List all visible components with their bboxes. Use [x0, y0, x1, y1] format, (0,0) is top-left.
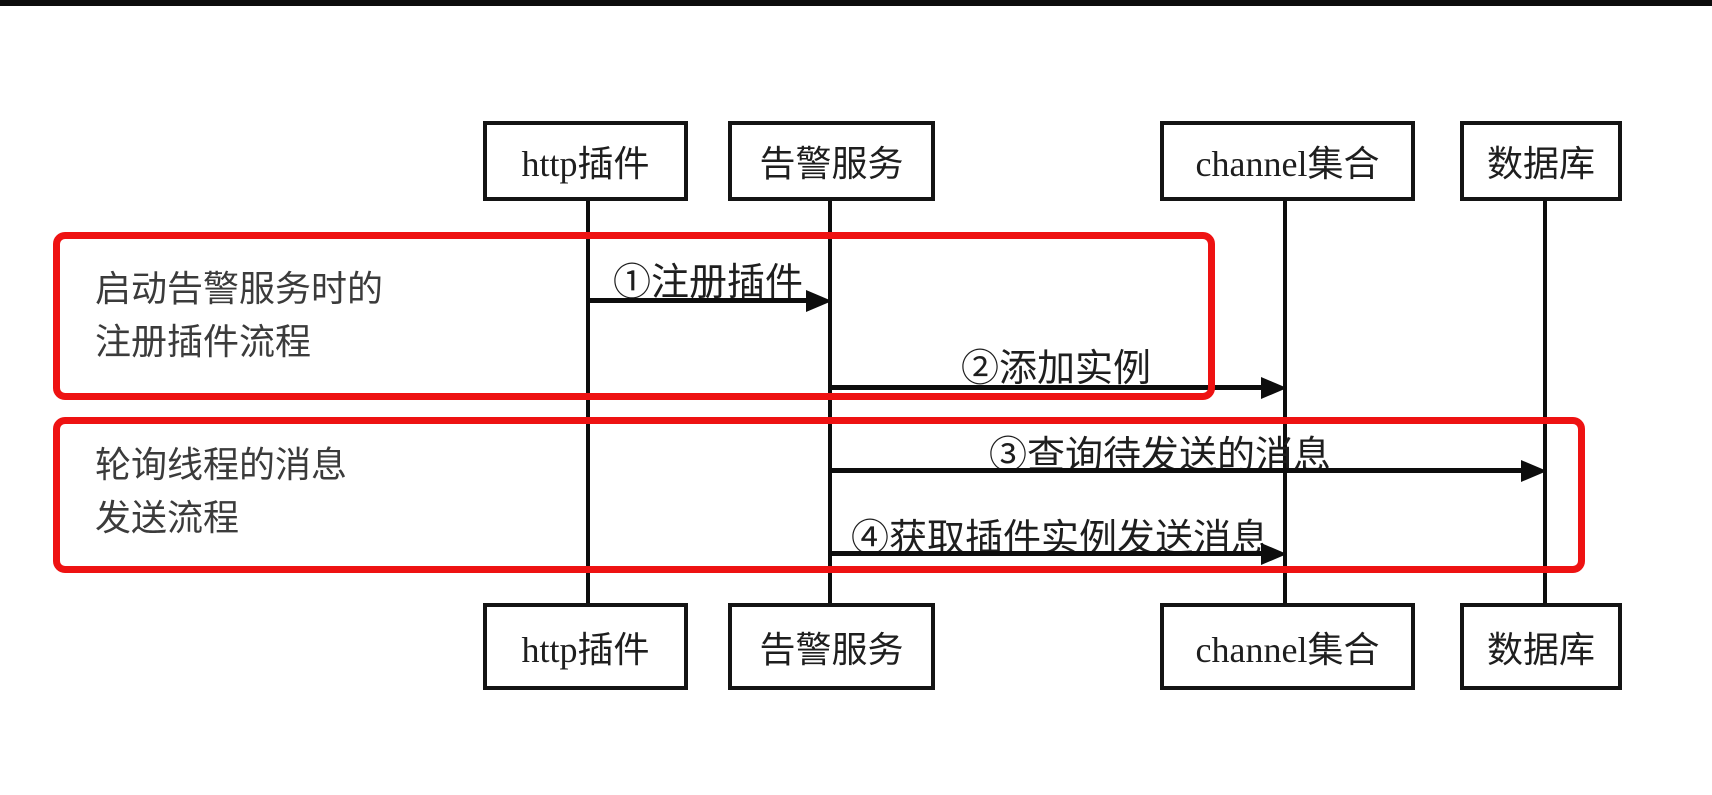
participant-label: 告警服务	[759, 144, 904, 184]
group-label-line: 发送流程	[95, 497, 240, 538]
group-label-line: 启动告警服务时的	[95, 268, 384, 309]
message-label-register-plugin: ①注册插件	[612, 262, 803, 304]
participant-top-alert-service: 告警服务	[728, 121, 935, 201]
participant-label: http插件	[521, 629, 650, 670]
participant-bottom-channel-set: channel集合	[1160, 603, 1415, 690]
arrowhead-right-icon	[1521, 460, 1547, 482]
participant-label: 数据库	[1486, 144, 1595, 184]
lifeline-alert-service	[828, 201, 832, 603]
group-box-polling-send-flow	[53, 417, 1585, 573]
arrowhead-right-icon	[1261, 377, 1287, 399]
top-border-bar	[0, 0, 1712, 6]
participant-top-database: 数据库	[1460, 121, 1622, 201]
lifeline-channel-set	[1283, 201, 1287, 603]
participant-label: channel集合	[1195, 629, 1380, 670]
participant-top-channel-set: channel集合	[1160, 121, 1415, 201]
participant-label: 数据库	[1486, 629, 1595, 670]
participant-label: 告警服务	[759, 629, 904, 670]
message-label-add-instance: ②添加实例	[960, 348, 1151, 390]
group-label-line: 轮询线程的消息	[95, 444, 348, 485]
group-label-startup-registration-flow: 启动告警服务时的 注册插件流程	[95, 262, 383, 368]
participant-bottom-http-plugin: http插件	[483, 603, 688, 690]
group-label-line: 注册插件流程	[95, 321, 312, 362]
participant-label: http插件	[521, 144, 650, 184]
lifeline-http-plugin	[586, 201, 590, 603]
lifeline-database	[1543, 201, 1547, 603]
arrowhead-right-icon	[806, 290, 832, 312]
participant-label: channel集合	[1195, 144, 1380, 184]
participant-top-http-plugin: http插件	[483, 121, 688, 201]
message-arrow-query-pending-messages	[828, 468, 1525, 473]
participant-bottom-alert-service: 告警服务	[728, 603, 935, 690]
group-label-polling-send-flow: 轮询线程的消息 发送流程	[95, 438, 347, 544]
group-box-startup-registration-flow	[53, 232, 1215, 400]
arrowhead-right-icon	[1261, 543, 1287, 565]
message-arrow-register-plugin	[588, 298, 810, 303]
message-arrow-add-instance	[828, 385, 1265, 390]
message-arrow-get-plugin-instance-send	[828, 551, 1265, 556]
participant-bottom-database: 数据库	[1460, 603, 1622, 690]
